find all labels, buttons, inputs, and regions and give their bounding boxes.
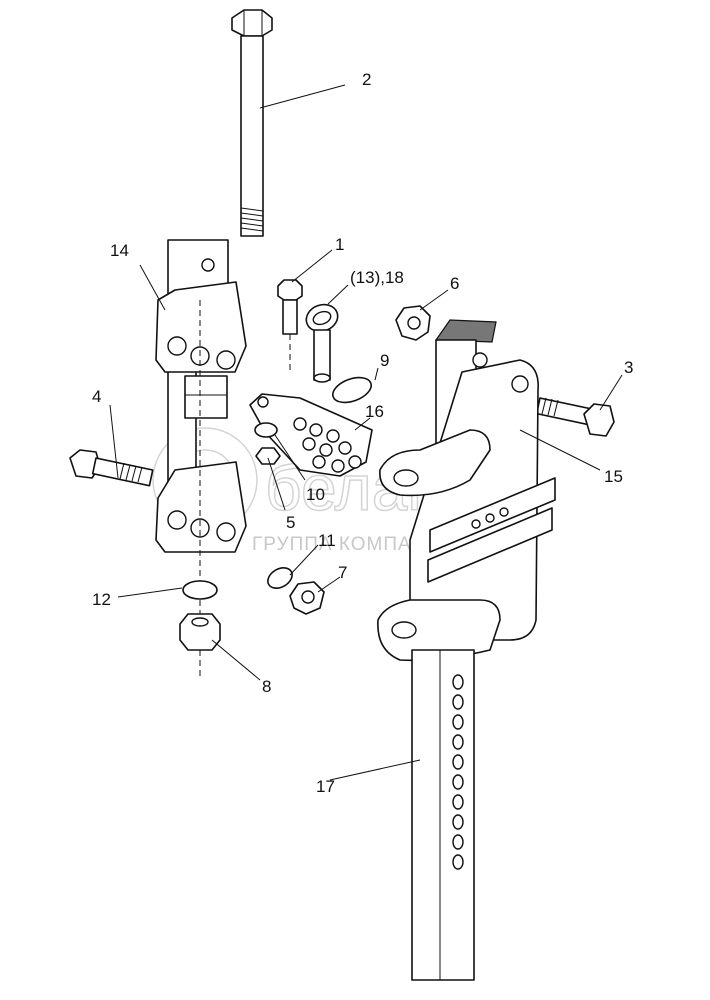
- nut-top: [395, 305, 431, 341]
- hitch-body: [377, 319, 556, 662]
- drawbar-hole: [452, 714, 464, 730]
- bolt-small: [277, 279, 303, 370]
- label-11: 11: [318, 531, 336, 550]
- washer-small: [254, 422, 278, 438]
- drawbar-hole: [452, 694, 464, 710]
- drawbar: [411, 649, 475, 981]
- label-17: 17: [316, 777, 335, 796]
- drawbar-hole: [452, 814, 464, 830]
- long-bolt: [231, 9, 273, 237]
- part-labels: 2 1 (13),18 6 9 3 14 4 16 10 5 15 11 7 1…: [92, 70, 633, 796]
- lock-washer: [267, 567, 293, 589]
- pin-with-ring: [305, 303, 339, 383]
- nut-mid: [289, 581, 325, 615]
- drawbar-hole: [452, 674, 464, 690]
- bolt-left: [69, 449, 154, 487]
- label-5: 5: [286, 513, 295, 532]
- leader-lines: [109, 84, 623, 781]
- label-3: 3: [624, 358, 633, 377]
- label-13-18: (13),18: [350, 268, 404, 287]
- drawbar-hole: [452, 854, 464, 870]
- label-14: 14: [110, 241, 129, 260]
- adjustment-plate: [249, 393, 373, 477]
- label-10: 10: [306, 485, 325, 504]
- drawbar-hole: [452, 734, 464, 750]
- retaining-ring: [332, 376, 372, 404]
- bracket-assembly: [155, 239, 247, 680]
- label-12: 12: [92, 590, 111, 609]
- drawbar-hole: [452, 834, 464, 850]
- label-7: 7: [338, 563, 347, 582]
- label-15: 15: [604, 467, 623, 486]
- drawbar-hole: [452, 754, 464, 770]
- nut-small: [255, 447, 281, 465]
- bolt-right: [535, 397, 615, 437]
- label-1: 1: [335, 235, 344, 254]
- drawbar-hole: [452, 794, 464, 810]
- label-9: 9: [380, 351, 389, 370]
- label-2: 2: [362, 70, 371, 89]
- label-6: 6: [450, 274, 459, 293]
- label-4: 4: [92, 387, 101, 406]
- watermark-subtitle: ГРУППА КОМПАНИЙ: [252, 533, 456, 555]
- nut-bottom: [179, 613, 221, 651]
- spring-washer: [182, 580, 218, 600]
- label-8: 8: [262, 677, 271, 696]
- label-16: 16: [365, 402, 384, 421]
- drawbar-hole: [452, 774, 464, 790]
